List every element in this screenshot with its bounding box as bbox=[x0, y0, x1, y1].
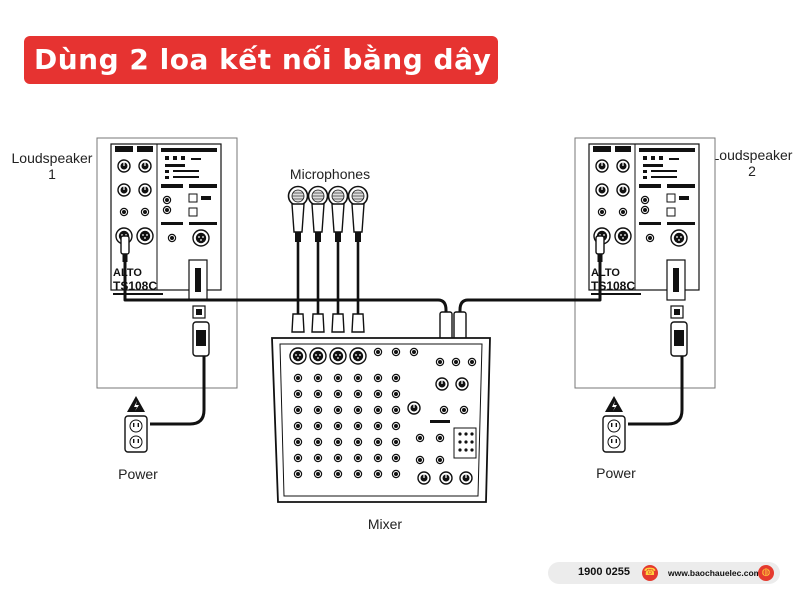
mixer bbox=[271, 337, 491, 503]
mixer-main-out-plugs bbox=[439, 311, 467, 341]
loudspeaker-2-label-line2: 2 bbox=[748, 163, 756, 179]
footer-phone[interactable]: 1900 0255 bbox=[578, 566, 630, 578]
speaker-cables bbox=[123, 262, 602, 318]
mixer-label: Mixer bbox=[367, 516, 403, 532]
loudspeaker-1-label-line2: 1 bbox=[48, 166, 56, 182]
power-left-label: Power bbox=[118, 466, 158, 482]
warning-left-icon bbox=[127, 396, 145, 412]
microphone-set bbox=[287, 185, 369, 243]
loudspeaker-2-label-line1: Loudspeaker bbox=[711, 147, 793, 163]
warning-right-icon bbox=[605, 396, 623, 412]
loudspeaker-1-label-line1: Loudspeaker bbox=[11, 150, 93, 166]
power-right-label: Power bbox=[596, 465, 636, 481]
loudspeaker-1 bbox=[97, 138, 237, 388]
outlet-right-icon bbox=[602, 415, 626, 453]
microphone-plugs bbox=[291, 313, 365, 333]
outlet-left-icon bbox=[124, 415, 148, 453]
title-banner: Dùng 2 loa kết nối bằng dây bbox=[24, 36, 498, 84]
footer-website[interactable]: www.baochauelec.com bbox=[668, 568, 762, 578]
power-left bbox=[124, 356, 206, 453]
microphone-2-icon bbox=[307, 185, 329, 243]
footer-contact-bar bbox=[548, 562, 780, 584]
loudspeaker-1-label: Loudspeaker 1 bbox=[4, 150, 100, 182]
loudspeaker-2-label: Loudspeaker 2 bbox=[704, 147, 800, 179]
power-right bbox=[602, 356, 684, 453]
microphone-1-icon bbox=[287, 185, 309, 243]
microphone-cables bbox=[296, 242, 360, 314]
microphones-label: Microphones bbox=[289, 166, 371, 182]
mixer-master-section bbox=[407, 357, 477, 485]
microphone-4-icon bbox=[347, 185, 369, 243]
phone-icon: ☎ bbox=[642, 565, 658, 581]
loudspeaker-2 bbox=[575, 138, 715, 388]
globe-icon: ◍ bbox=[758, 565, 774, 581]
microphone-3-icon bbox=[327, 185, 349, 243]
